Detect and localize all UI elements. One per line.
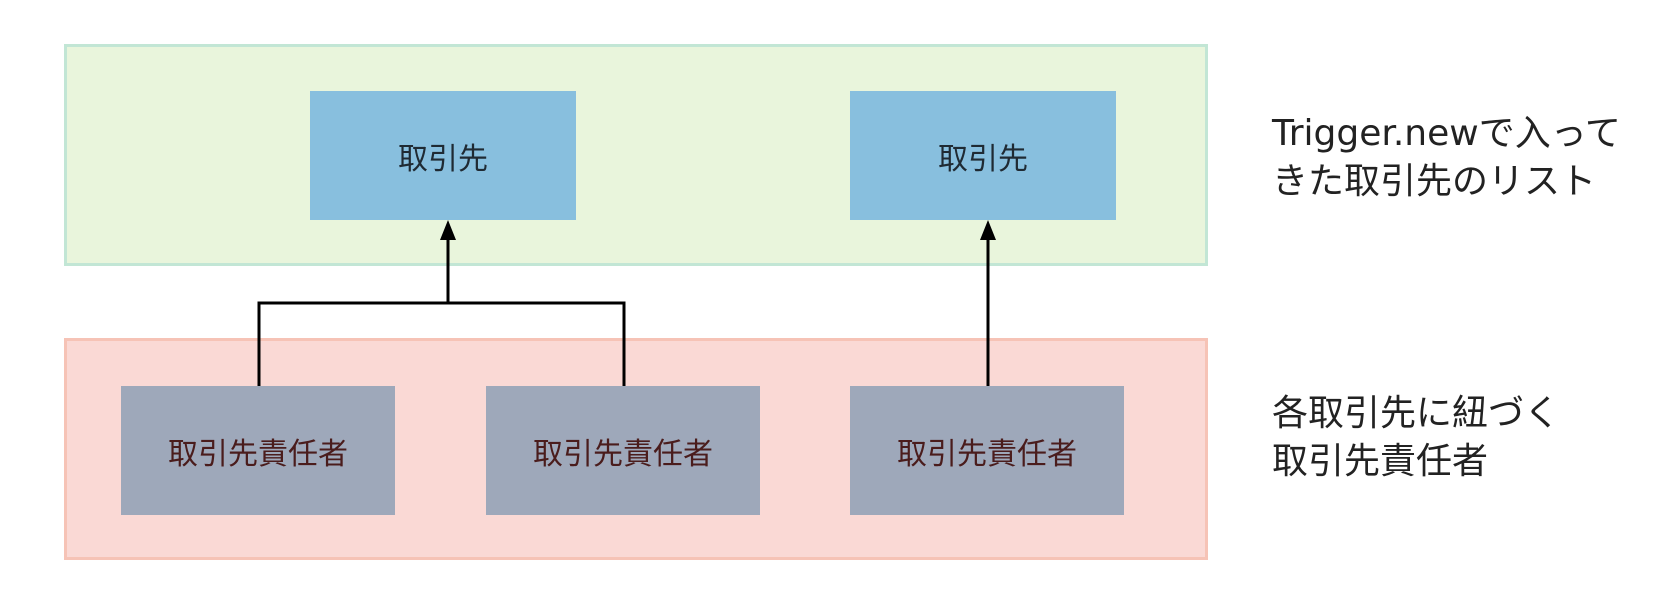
trigger-new-caption-line-1: Trigger.newで入って xyxy=(1272,113,1621,154)
contact-node-1: 取引先責任者 xyxy=(121,386,395,515)
contact-node-3: 取引先責任者 xyxy=(850,386,1124,515)
contacts-caption: 各取引先に紐づく 取引先責任者 xyxy=(1272,390,1560,486)
contact-node-2: 取引先責任者 xyxy=(486,386,760,515)
account-node-1-label: 取引先 xyxy=(398,141,488,177)
trigger-new-caption: Trigger.newで入って きた取引先のリスト xyxy=(1272,110,1621,206)
contact-node-2-label: 取引先責任者 xyxy=(533,436,713,472)
account-node-2: 取引先 xyxy=(850,91,1116,220)
contact-node-3-label: 取引先責任者 xyxy=(897,436,1077,472)
account-node-1: 取引先 xyxy=(310,91,576,220)
contacts-caption-line-2: 取引先責任者 xyxy=(1272,441,1489,482)
trigger-new-caption-line-2: きた取引先のリスト xyxy=(1272,161,1597,202)
account-node-2-label: 取引先 xyxy=(938,141,1028,177)
contact-node-1-label: 取引先責任者 xyxy=(168,436,348,472)
contacts-caption-line-1: 各取引先に紐づく xyxy=(1272,393,1561,434)
